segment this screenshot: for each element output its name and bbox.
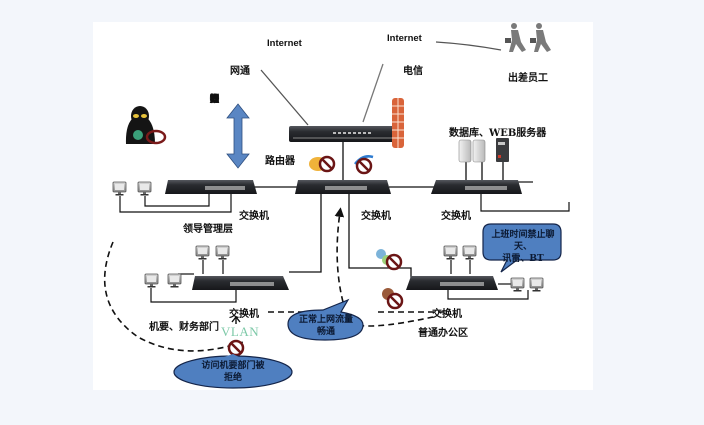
bubble-work-hours [482, 223, 562, 273]
vlan-block-icon [227, 339, 245, 357]
confidential-switch-device [192, 276, 289, 290]
bubble-access-denied [173, 354, 293, 389]
bubble-access-denied-text: 访问机要部门被 拒绝 [201, 361, 265, 383]
monitor-icon [529, 277, 544, 292]
blocked-ie-icon [354, 155, 374, 175]
link-core-confidential [289, 194, 322, 273]
web-server-icon [496, 138, 509, 162]
leadership-switch-device [165, 180, 257, 194]
switch-core-label: 交换机 [361, 211, 391, 222]
server-switch-device [431, 180, 522, 194]
network-diagram-canvas: Internet Internet 网通 电信 出差员工 内 外 双 向 数 据… [93, 22, 593, 390]
link-server-extra [480, 192, 570, 212]
remote-staff-icon [505, 23, 551, 52]
dashed-path-denied [103, 241, 244, 352]
leadership-layer-label: 领导管理层 [183, 224, 233, 235]
db-web-servers-label: 数据库、WEB服务器 [449, 128, 547, 139]
link-leader-pc1 [119, 194, 232, 213]
switch-office-label: 交换机 [432, 309, 462, 320]
blocked-qq-icon [309, 155, 336, 173]
monitor-icon [443, 245, 458, 260]
link-leader-pc2 [144, 194, 210, 207]
monitor-icon [167, 273, 182, 288]
internet-label-right: Internet [387, 33, 422, 44]
monitor-icon [510, 277, 525, 292]
database-server-icon [458, 139, 486, 163]
bubble-normal-traffic [287, 298, 364, 341]
link-conf-pc1 [150, 288, 237, 303]
diagram-svg [103, 23, 570, 389]
core-switch-device [295, 180, 391, 194]
router-device [289, 126, 397, 142]
monitor-icon [195, 245, 210, 260]
dashed-path-normal-traffic [334, 207, 345, 303]
bidirectional-arrow-icon [226, 103, 250, 169]
switch-leadership-label: 交换机 [239, 211, 269, 222]
vlan-caret-head [231, 315, 241, 323]
confidential-finance-label: 机要、财务部门 [149, 322, 219, 333]
switch-confidential-label: 交换机 [229, 309, 259, 320]
monitor-icon [144, 273, 159, 288]
bubble-work-hours-text: 上班时间禁止聊天、 讯雷、BT [491, 230, 555, 264]
monitor-icon [112, 181, 127, 196]
vlan-label: VLAN [221, 324, 260, 339]
hacker-icon [125, 106, 167, 145]
router-label: 路由器 [265, 156, 295, 167]
switch-server-label: 交换机 [441, 211, 471, 222]
blocked-msn-icon [376, 249, 403, 271]
monitor-icon [137, 181, 152, 196]
general-office-label: 普通办公区 [418, 328, 468, 339]
internet-label-left: Internet [267, 38, 302, 49]
link-remote-staff [435, 41, 502, 51]
remote-staff-label: 出差员工 [508, 73, 548, 84]
isp-telecom-label: 电信 [403, 66, 423, 77]
link-core-office [348, 194, 412, 278]
bubble-normal-traffic-text: 正常上网流量 畅通 [298, 315, 353, 337]
link-internet-telecom [362, 63, 384, 123]
link-internet-netcom [260, 69, 309, 126]
monitor-icon [462, 245, 477, 260]
isp-netcom-label: 网通 [230, 66, 250, 77]
monitor-icon [215, 245, 230, 260]
blocked-download-icon [382, 288, 404, 310]
firewall-icon [392, 98, 404, 148]
link-office-pc4 [447, 290, 529, 300]
office-switch-device [406, 276, 498, 290]
